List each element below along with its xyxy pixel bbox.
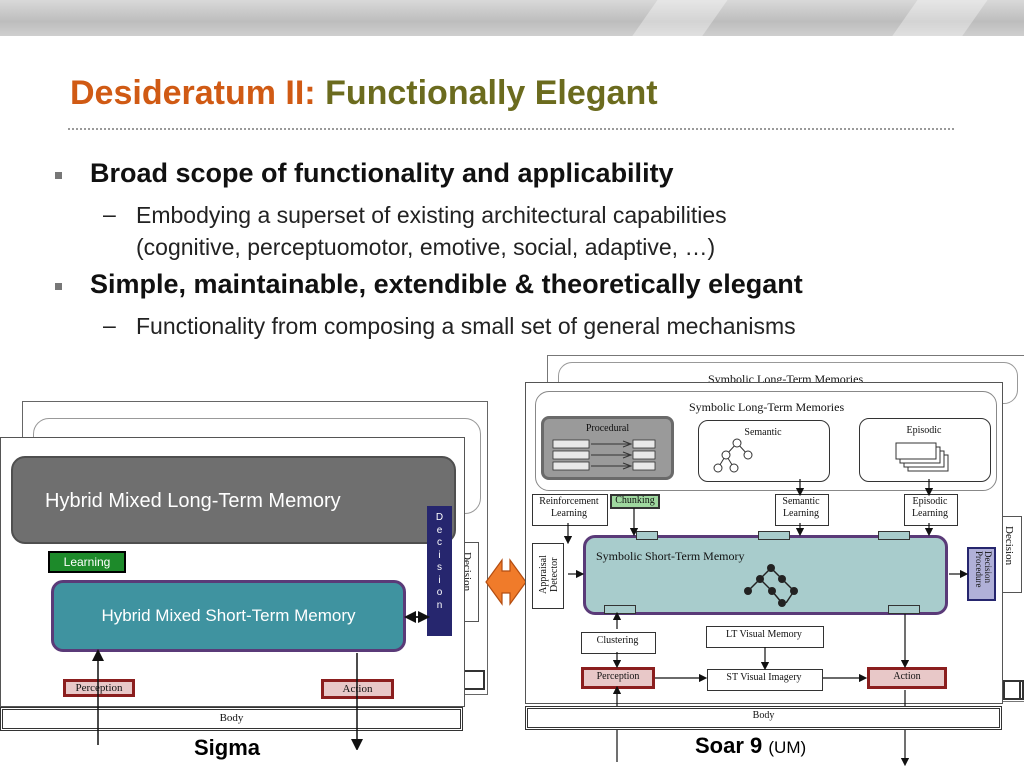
soar-episodic-learning-label: Episodic Learning [904, 496, 956, 520]
header-bar [0, 0, 1024, 36]
soar-stm-label: Symbolic Short-Term Memory [596, 549, 745, 563]
sigma-body-bar [0, 707, 463, 731]
soar-st-visual-imagery-label: ST Visual Imagery [726, 672, 802, 683]
soar-ltm-box [535, 391, 997, 491]
el-line-2: Learning [911, 508, 949, 519]
sub-bullet-dash: – [103, 201, 116, 227]
sigma-diagram: Hybrid Mixed Long-Term Memory Learning H… [0, 437, 465, 707]
soar-procedural-label: Procedural [585, 423, 630, 434]
soar-clustering-box [581, 632, 656, 654]
el-line-1: Episodic [912, 496, 948, 507]
sigma-decision-label: D e c i s i o n [427, 512, 452, 612]
soar-episodic-label: Episodic [906, 425, 942, 436]
decision-letter: c [437, 537, 442, 548]
sigma-stm-box [51, 580, 406, 652]
sigma-ltm-box [11, 456, 456, 544]
sigma-caption: Sigma [194, 735, 261, 760]
sub-bullet-2-line-1: Functionality from composing a small set… [136, 313, 796, 339]
soar-body-bar [525, 706, 1002, 730]
soar-caption: Soar 9 (UM) [695, 733, 806, 759]
soar-perception-label: Perception [596, 671, 640, 682]
soar-back-decision-label: Decision [1003, 526, 1015, 566]
soar-body-label: Body [752, 710, 775, 721]
soar-decision-procedure-label: Decision Procedure [974, 551, 993, 588]
title-part-1: Desideratum II: [70, 74, 316, 112]
sigma-decision-bar [427, 506, 452, 636]
header-streak [608, 0, 742, 36]
soar-stm-buffer [758, 531, 790, 540]
soar-semantic-graph-icon [713, 438, 753, 473]
soar-reinforcement-learning-label: Reinforcement Learning [532, 496, 606, 520]
decision-letter: D [435, 512, 444, 523]
soar-caption-org: (UM) [768, 738, 807, 757]
bullet-marker [55, 172, 62, 179]
soar-chunking-box [610, 494, 660, 509]
sigma-learning-box [48, 551, 126, 573]
soar-back-body-corner [1003, 680, 1021, 700]
decision-letter: o [436, 587, 443, 598]
soar-action-label: Action [893, 671, 921, 682]
soar-ltm-label: Symbolic Long-Term Memories [689, 400, 845, 414]
soar-action-box [867, 667, 947, 689]
soar-procedural-rules-icon [552, 439, 656, 471]
sl-line-1: Semantic [782, 496, 820, 507]
sigma-stm-label: Hybrid Mixed Short-Term Memory [101, 606, 356, 625]
sigma-perception-label: Perception [75, 682, 123, 694]
soar-semantic-learning-label: Semantic Learning [775, 496, 827, 520]
soar-diagram: Symbolic Long-Term Memories Procedural S… [525, 382, 1003, 704]
title-part-2: Functionally Elegant [325, 74, 658, 112]
bullet-2: Simple, maintainable, extendible & theor… [90, 269, 803, 299]
sigma-ltm-label: Hybrid Mixed Long-Term Memory [45, 490, 341, 512]
sigma-body-label: Body [219, 712, 244, 724]
soar-stm-buffer [878, 531, 910, 540]
header-streak [868, 0, 1002, 36]
soar-stm-graph-icon [744, 564, 798, 607]
soar-episodic-stack-icon [895, 442, 949, 472]
decision-letter: i [438, 549, 441, 561]
sigma-perception-box [63, 679, 135, 697]
rl-line-2: Learning [550, 508, 588, 519]
soar-caption-name: Soar 9 [695, 733, 763, 758]
sigma-learning-label: Learning [63, 555, 111, 569]
soar-appraisal-detector-box [532, 543, 564, 609]
soar-stm-buffer [888, 605, 920, 614]
bullet-marker [55, 283, 62, 290]
soar-arrows [563, 479, 969, 767]
decision-letter: n [436, 599, 443, 611]
title-divider [68, 128, 954, 130]
slide-title: Desideratum II: Functionally Elegant [70, 74, 658, 113]
soar-clustering-label: Clustering [596, 635, 639, 646]
comparison-double-arrow [485, 558, 527, 606]
soar-reinforcement-learning-box [532, 494, 608, 526]
soar-semantic-label: Semantic [744, 427, 782, 438]
sub-bullet-dash: – [103, 312, 116, 338]
sub-bullet-1-line-2: (cognitive, perceptuomotor, emotive, soc… [136, 234, 716, 260]
sigma-arrows [92, 611, 430, 750]
rl-line-1: Reinforcement [539, 496, 599, 507]
bullet-1: Broad scope of functionality and applica… [90, 158, 674, 188]
soar-chunking-label: Chunking [615, 495, 655, 506]
decision-letter: i [438, 574, 441, 586]
soar-lt-visual-memory-label: LT Visual Memory [726, 629, 802, 640]
decision-letter: s [437, 562, 442, 573]
sl-line-2: Learning [782, 508, 820, 519]
sub-bullet-1-line-1: Embodying a superset of existing archite… [136, 202, 727, 228]
decision-letter: e [436, 524, 443, 536]
